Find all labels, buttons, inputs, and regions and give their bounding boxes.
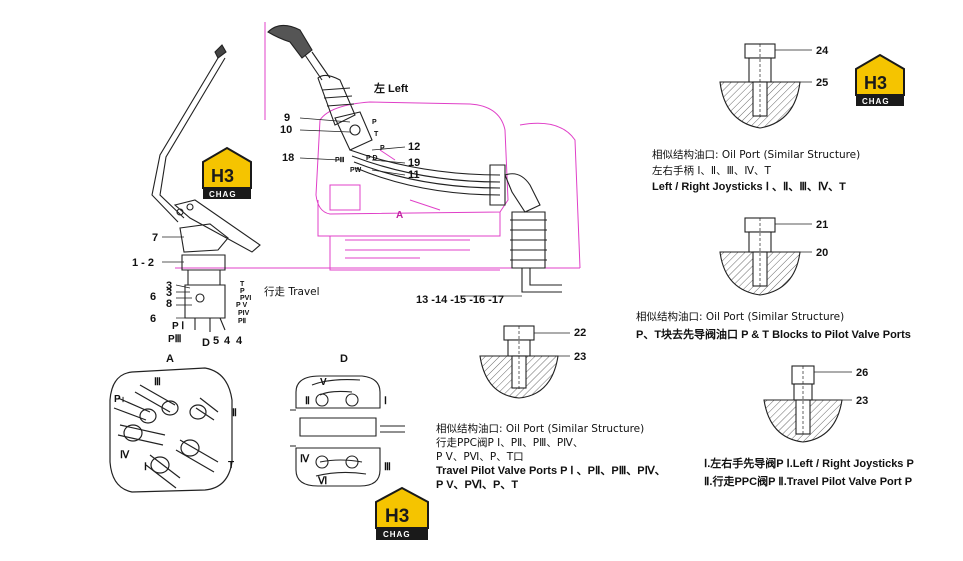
logo-right: H3 CHAG xyxy=(855,53,905,106)
joystick-port-piii: PⅢ xyxy=(335,156,345,164)
view-a-title: A xyxy=(166,353,174,365)
joystick-port-pw: PW xyxy=(350,167,362,174)
callout-6b: 6 xyxy=(150,313,156,325)
callout-22: 22 xyxy=(574,327,586,339)
lever-port-p: P xyxy=(240,288,245,295)
center-caption-3: P V、PⅥ、P、T口 xyxy=(436,451,524,463)
lever-port-pii: PⅡ xyxy=(238,317,246,325)
callout-18: 18 xyxy=(282,152,294,164)
lever-port-pvi: PVI xyxy=(240,295,251,302)
view-a-port-i-small: Ⅰ xyxy=(122,396,124,404)
travel-label: 行走 Travel xyxy=(264,285,320,298)
center-caption-2: 行走PPC阀P Ⅰ、PⅡ、PⅢ、PⅣ、 xyxy=(436,436,583,449)
view-a-port-p: P xyxy=(114,394,121,405)
callout-20: 20 xyxy=(816,247,828,259)
joystick-port-p2: P xyxy=(380,145,385,152)
view-d-port-ii: Ⅱ xyxy=(305,396,310,407)
view-a-drawing xyxy=(109,367,233,493)
view-d-drawing xyxy=(290,375,405,487)
left-label: 左 Left xyxy=(373,81,409,95)
callout-1-2: 1 - 2 xyxy=(132,257,154,269)
mid-caption-2: P、T块去先导阀油口 P & T Blocks to Pilot Valve P… xyxy=(636,327,911,341)
callout-5: 5 xyxy=(213,335,219,347)
view-d-port-iii: Ⅲ xyxy=(384,462,391,473)
logo-bottom-brand: H3 xyxy=(385,506,409,527)
logo-right-brand: H3 xyxy=(864,73,887,93)
callout-25: 25 xyxy=(816,77,828,89)
callout-24: 24 xyxy=(816,45,829,57)
lever-port-t: T xyxy=(240,281,245,288)
callout-23a: 23 xyxy=(574,351,586,363)
callout-19: 19 xyxy=(408,157,420,169)
logo-bottom: H3 CHAG xyxy=(375,486,429,540)
callout-23b: 23 xyxy=(856,395,868,407)
view-a-port-i: Ⅰ xyxy=(144,462,147,473)
top-caption-1: 相似结构油口: Oil Port (Similar Structure) xyxy=(652,148,860,161)
joystick-port-p1: P xyxy=(372,119,377,126)
joystick-port-t: T xyxy=(374,131,379,138)
port-pi: P Ⅰ xyxy=(172,321,184,332)
callout-4a: 4 xyxy=(224,335,231,347)
callout-3a: 3 xyxy=(166,280,172,292)
center-caption-5: P V、PⅥ、P、T xyxy=(436,479,518,491)
cab-outline xyxy=(175,22,581,271)
bottom-caption-2: Ⅱ.行走PPC阀P Ⅱ.Travel Pilot Valve Port P xyxy=(704,474,912,488)
fitting-center xyxy=(479,325,570,399)
mid-caption-1: 相似结构油口: Oil Port (Similar Structure) xyxy=(636,310,844,323)
logo-left-sub: CHAG xyxy=(209,190,237,199)
joystick-leaders xyxy=(299,117,522,297)
callout-12: 12 xyxy=(408,141,420,153)
callout-8: 8 xyxy=(166,298,172,310)
callout-d: D xyxy=(202,337,210,349)
bottom-caption-1: Ⅰ.左右手先导阀P Ⅰ.Left / Right Joysticks P xyxy=(704,456,914,470)
travel-lever xyxy=(151,44,261,332)
callout-4b: 4 xyxy=(236,335,243,347)
center-caption-1: 相似结构油口: Oil Port (Similar Structure) xyxy=(436,422,644,435)
callout-11: 11 xyxy=(408,169,420,181)
view-a-port-iii: Ⅲ xyxy=(154,377,161,388)
view-d-port-vi: Ⅵ xyxy=(317,476,327,487)
callout-26: 26 xyxy=(856,367,868,379)
top-caption-3: Left / Right Joysticks Ⅰ 、Ⅱ、Ⅲ、Ⅳ、T xyxy=(652,181,846,193)
logo-bottom-sub: CHAG xyxy=(383,530,411,539)
view-d-port-v: V xyxy=(320,377,327,388)
fitting-bottom xyxy=(763,365,852,443)
top-caption-2: 左右手柄 Ⅰ、Ⅱ、Ⅲ、Ⅳ、T xyxy=(652,164,772,177)
view-d-title: D xyxy=(340,353,348,365)
view-a-port-t: T xyxy=(228,460,234,471)
joystick-port-pd: P D xyxy=(366,155,378,162)
logo-left-brand: H3 xyxy=(211,166,234,186)
bottom-callouts: 13 -14 -15 -16 -17 xyxy=(416,294,504,306)
callout-10: 10 xyxy=(280,124,292,136)
view-d-port-i: Ⅰ xyxy=(384,396,387,407)
right-joystick xyxy=(267,24,562,293)
lever-port-piv: PIV xyxy=(238,310,250,317)
callout-6a: 6 xyxy=(150,291,156,303)
callout-21: 21 xyxy=(816,219,828,231)
callout-9: 9 xyxy=(284,112,290,124)
logo-right-sub: CHAG xyxy=(862,97,890,106)
fitting-top xyxy=(719,43,812,129)
center-caption-4: Travel Pilot Valve Ports P Ⅰ 、PⅡ、PⅢ、PⅣ、 xyxy=(436,465,666,477)
lever-port-pv: P V xyxy=(236,302,247,309)
view-a-port-ii: Ⅱ xyxy=(232,408,237,419)
logo-left: H3 CHAG xyxy=(202,146,252,199)
callout-3b: 3 xyxy=(166,287,172,299)
view-d-port-iv: Ⅳ xyxy=(300,454,310,465)
point-a-label: A xyxy=(396,210,403,221)
view-a-port-iv: Ⅳ xyxy=(120,450,130,461)
callout-7: 7 xyxy=(152,232,158,244)
port-piii: PⅢ xyxy=(168,334,182,345)
lever-leaders xyxy=(162,236,198,319)
fitting-mid xyxy=(719,217,812,296)
